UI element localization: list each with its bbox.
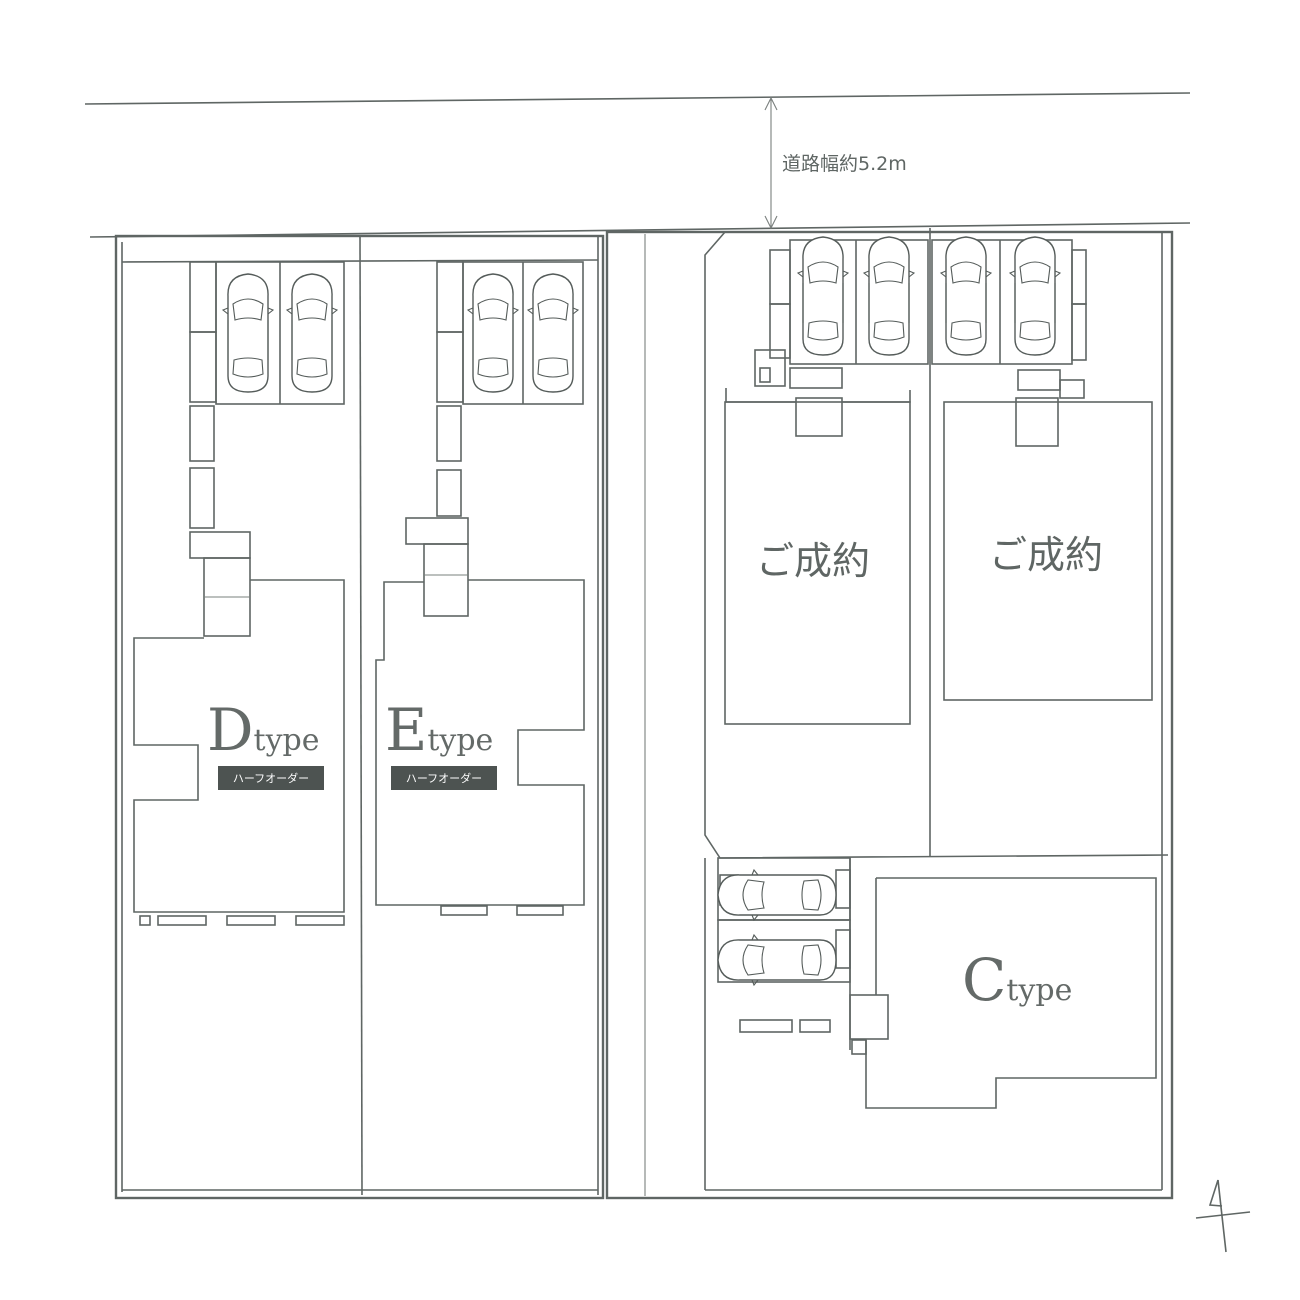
house-footprint-sold-1 (724, 401, 911, 725)
road-edge-north (84, 92, 1191, 105)
lot-sold-2-label: ご成約 (989, 533, 1103, 577)
lot-e-label: Etype (385, 696, 493, 764)
car-icon (527, 273, 579, 393)
lot-c: Ctype (717, 857, 1157, 1109)
road-edge-south (89, 222, 1191, 238)
house-footprint-d (133, 579, 345, 913)
entrance-porch-d (189, 531, 251, 559)
boundary-east-block (605, 230, 1174, 1200)
car-icon (863, 236, 915, 356)
house-footprint-sold-2 (943, 401, 1153, 701)
lot-e-badge (391, 766, 497, 790)
car-icon (797, 236, 849, 356)
car-icon (718, 870, 836, 920)
lot-divider-d-e (359, 236, 363, 1196)
lot-e: Etype ハーフオーダー (375, 261, 585, 916)
car-icon (718, 935, 836, 985)
car-icon (1009, 236, 1061, 356)
svg-text:ハーフオーダー: ハーフオーダー (233, 771, 309, 785)
site-boundary (114, 228, 1174, 1200)
parking-sold-1 (789, 239, 929, 365)
house-footprint-c (865, 877, 1157, 1109)
dimension-arrow-icon (764, 96, 778, 230)
lot-d: Dtype ハーフオーダー (133, 261, 345, 926)
car-icon (467, 273, 519, 393)
house-footprint-e (375, 579, 585, 906)
entrance-porch-e (405, 517, 469, 545)
road-width-label: 道路幅約5.2m (782, 153, 907, 175)
car-icon (286, 273, 338, 393)
lot-d-label: Dtype (207, 696, 319, 764)
north-arrow-icon (1195, 1179, 1251, 1253)
lot-sold-1: ご成約 (724, 236, 929, 725)
boundary-west-block (114, 234, 605, 1200)
car-icon (940, 236, 992, 356)
sold-lots-outline (704, 231, 1169, 859)
lot-d-badge (218, 766, 324, 790)
lot-c-label: Ctype (962, 946, 1072, 1014)
road: 道路幅約5.2m (84, 92, 1191, 238)
lot-sold-2: ご成約 (931, 236, 1153, 701)
car-icon (222, 273, 274, 393)
svg-text:ハーフオーダー: ハーフオーダー (406, 771, 482, 785)
lot-sold-1-label: ご成約 (756, 539, 870, 583)
